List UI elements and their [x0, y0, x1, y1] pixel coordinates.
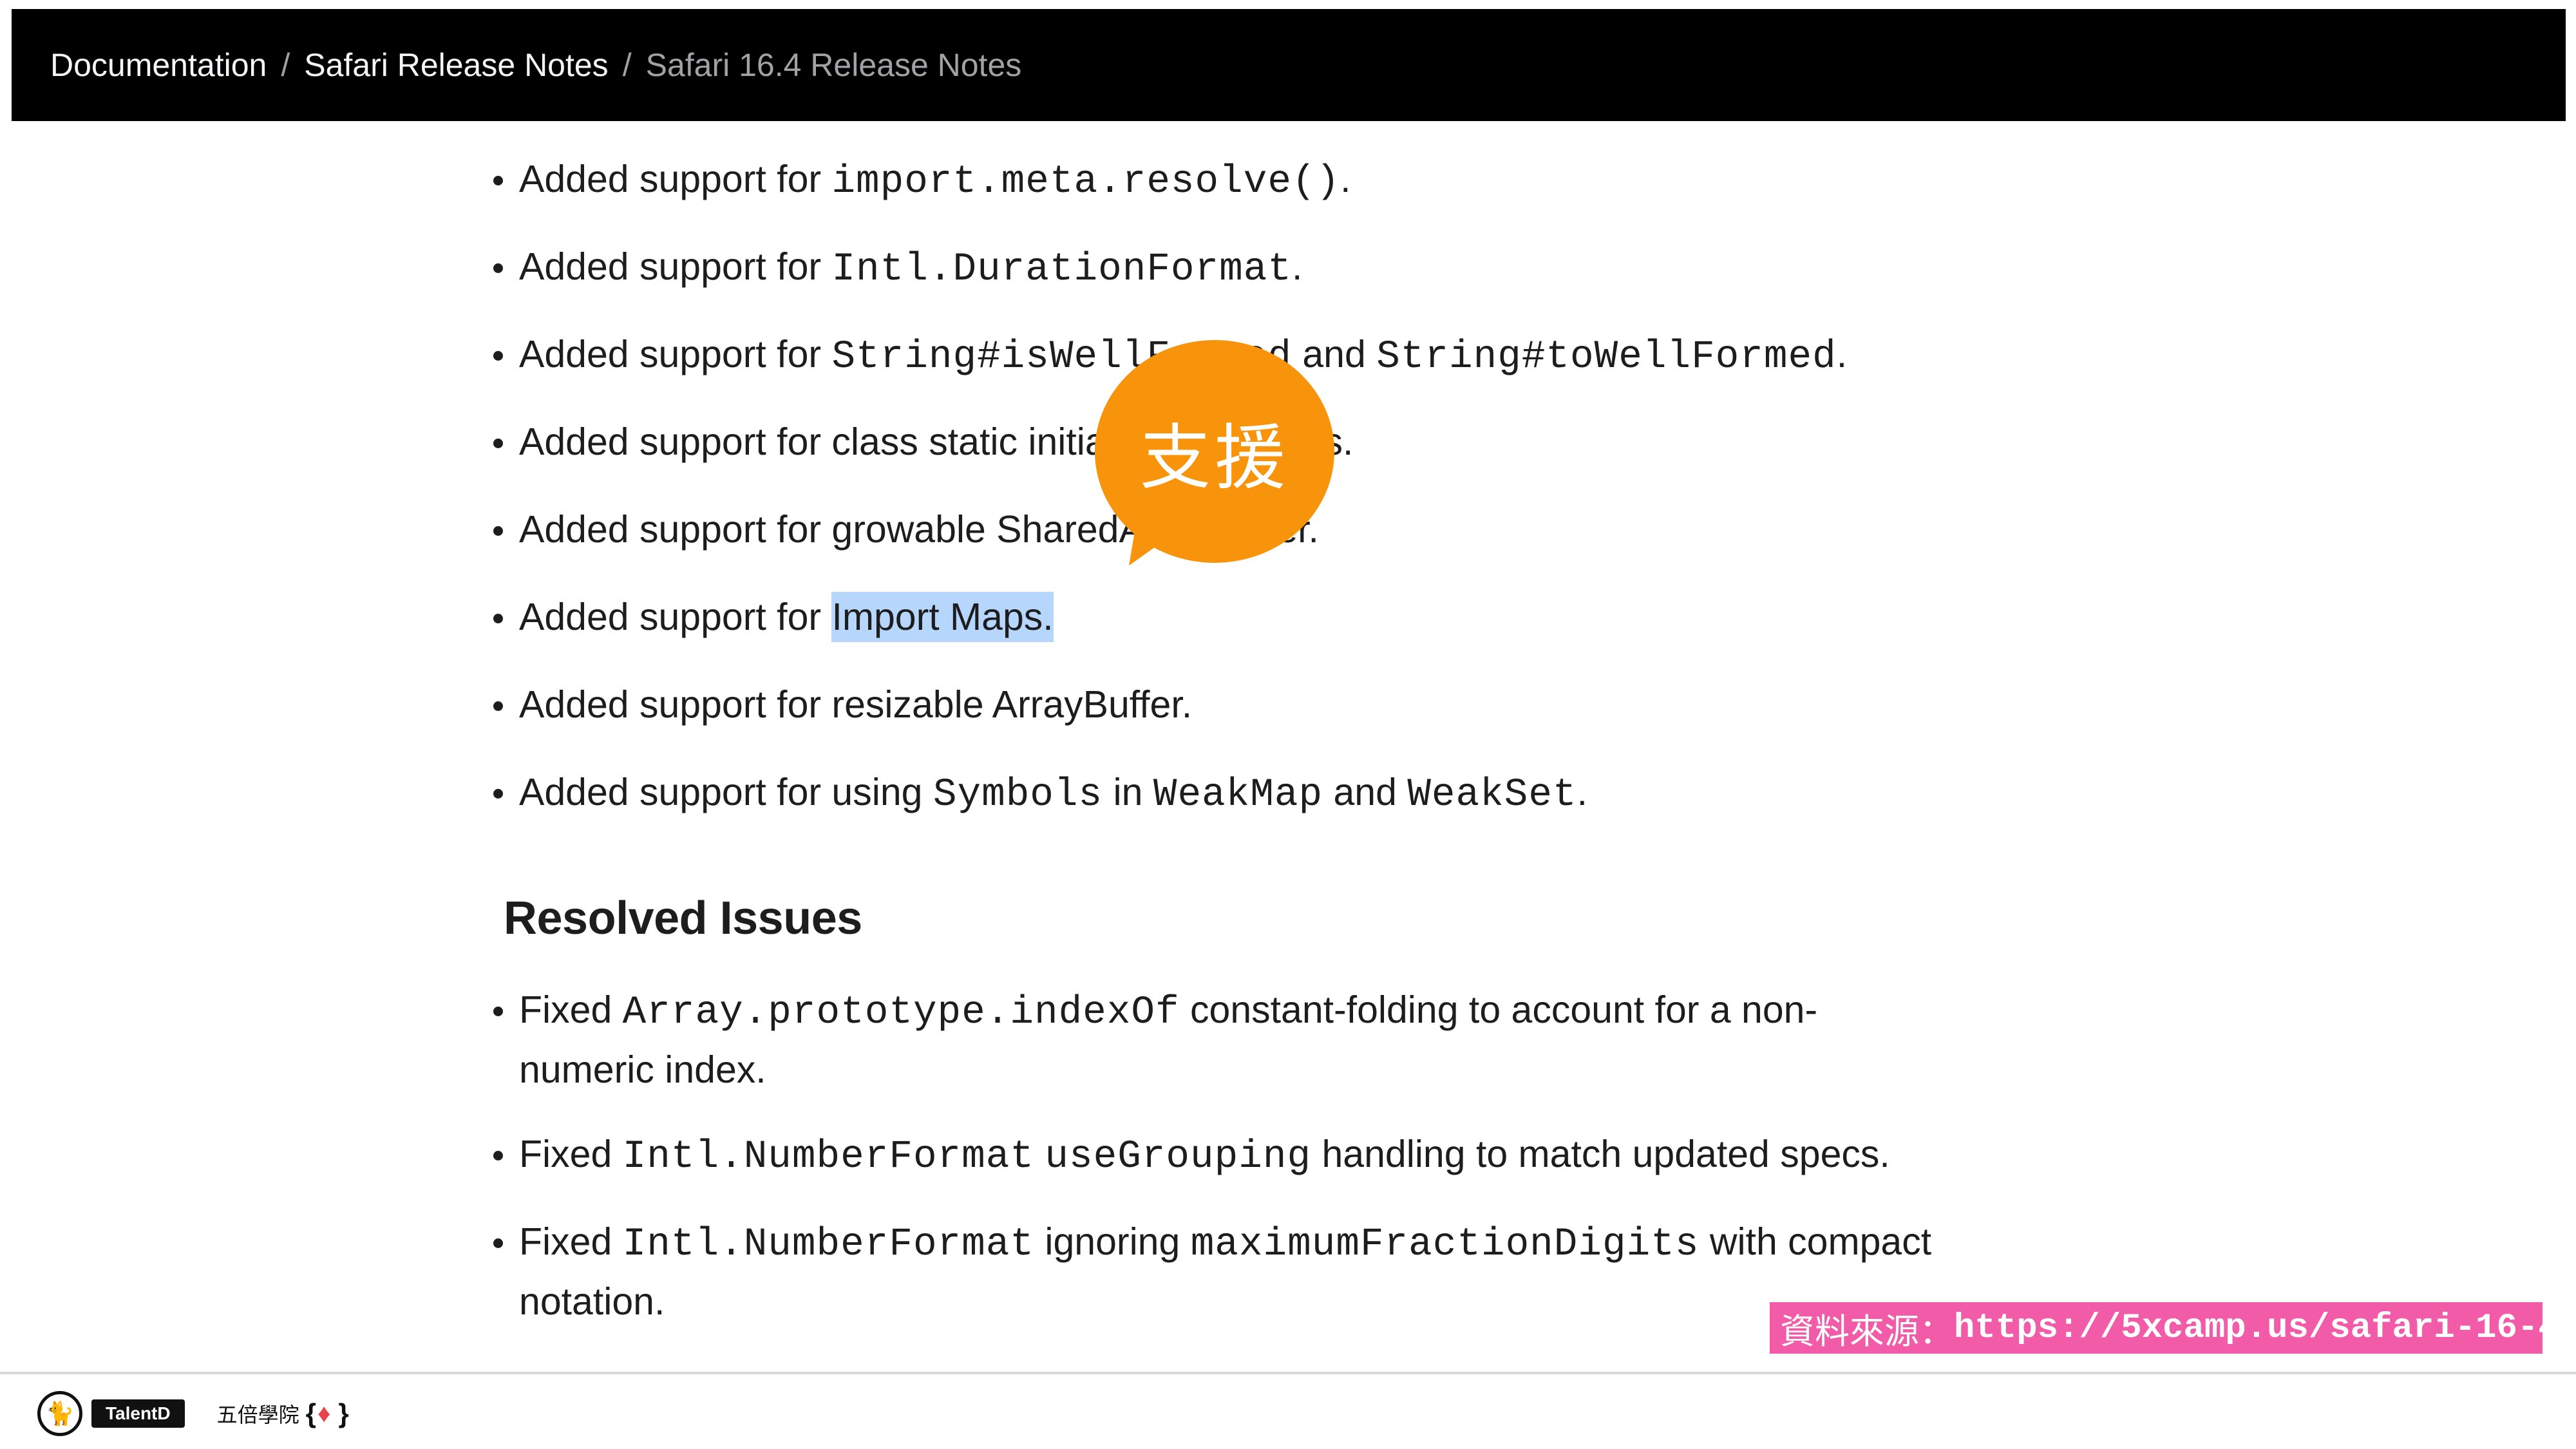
code-snippet: String#toWellFormed	[1376, 335, 1837, 379]
item-text: Added support for	[519, 596, 832, 638]
talentd-logo: TalentD	[91, 1399, 185, 1428]
source-label: 資料來源：	[1780, 1312, 1954, 1351]
item-text: Fixed	[519, 1220, 623, 1263]
footer: 🐈 TalentD 五倍學院 {♦}	[37, 1388, 349, 1439]
item-text: ignoring	[1034, 1220, 1191, 1263]
code-snippet: WeakSet	[1407, 773, 1577, 817]
item-text: Added support for	[519, 333, 832, 375]
item-text	[1034, 1133, 1045, 1175]
code-snippet: Array.prototype.indexOf	[622, 990, 1180, 1035]
source-url: https://5xcamp.us/safari-16-4	[1954, 1308, 2559, 1348]
item-text: Added support for	[519, 158, 832, 200]
list-item: Added support for resizable ArrayBuffer.	[493, 676, 1193, 733]
item-text: and	[1291, 333, 1377, 375]
cat-logo-icon: 🐈	[37, 1391, 82, 1436]
source-badge: 資料來源：https://5xcamp.us/safari-16-4	[1770, 1302, 2559, 1354]
list-item: Fixed Intl.NumberFormat useGrouping hand…	[493, 1126, 1890, 1186]
item-text: Added support for resizable ArrayBuffer.	[519, 683, 1193, 726]
brace-icon: {	[305, 1398, 316, 1428]
item-text: .	[1836, 333, 1848, 375]
item-text: Fixed	[519, 1133, 623, 1175]
code-snippet: maximumFractionDigits	[1190, 1222, 1700, 1267]
ruby-gem-icon: ♦	[317, 1399, 331, 1428]
breadcrumb-safari-release-notes-link[interactable]: Safari Release Notes	[304, 47, 609, 83]
breadcrumb-documentation-link[interactable]: Documentation	[50, 47, 267, 83]
item-text: .	[1340, 158, 1351, 200]
speech-bubble: 支援	[1095, 340, 1334, 563]
code-snippet: import.meta.resolve()	[831, 160, 1341, 204]
breadcrumb: Documentation / Safari Release Notes / S…	[12, 9, 2566, 121]
item-text: notation.	[519, 1280, 665, 1323]
list-item: Added support for import.meta.resolve().	[493, 151, 1351, 211]
code-snippet: Intl.NumberFormat	[622, 1222, 1034, 1267]
wubei-logo-text: 五倍學院	[216, 1403, 299, 1426]
code-snippet: Intl.NumberFormat	[622, 1135, 1034, 1179]
list-item: Added support for using Symbols in WeakM…	[493, 764, 1587, 824]
code-snippet: Intl.DurationFormat	[831, 247, 1292, 292]
wubei-logo: 五倍學院 {♦}	[217, 1398, 349, 1429]
item-text: with compact	[1699, 1220, 1932, 1263]
item-text: Added support for	[519, 245, 832, 288]
item-text: in	[1103, 771, 1153, 813]
code-snippet: WeakMap	[1153, 773, 1323, 817]
breadcrumb-current-page: Safari 16.4 Release Notes	[645, 47, 1022, 83]
item-text: numeric index.	[519, 1048, 766, 1091]
breadcrumb-separator: /	[281, 47, 290, 83]
item-text: Fixed	[519, 989, 623, 1031]
brace-icon: }	[338, 1398, 349, 1428]
code-snippet: Symbols	[933, 773, 1103, 817]
item-text: Added support for using	[519, 771, 933, 813]
item-text: constant-folding to account for a non-	[1179, 989, 1818, 1031]
highlighted-text: Import Maps.	[831, 592, 1054, 642]
footer-divider	[0, 1372, 2576, 1374]
list-item: Fixed Intl.NumberFormat ignoring maximum…	[493, 1213, 1932, 1330]
section-heading: Resolved Issues	[504, 893, 862, 944]
item-text: handling to match updated specs.	[1311, 1133, 1890, 1175]
item-text: and	[1323, 771, 1408, 813]
list-item: Fixed Array.prototype.indexOf constant-f…	[493, 981, 1818, 1098]
list-item: Added support for Import Maps.	[493, 589, 1054, 645]
breadcrumb-separator: /	[622, 47, 632, 83]
item-text: .	[1291, 245, 1303, 288]
code-snippet: useGrouping	[1045, 1135, 1312, 1179]
item-text: .	[1577, 771, 1587, 813]
list-item: Added support for Intl.DurationFormat.	[493, 238, 1303, 298]
